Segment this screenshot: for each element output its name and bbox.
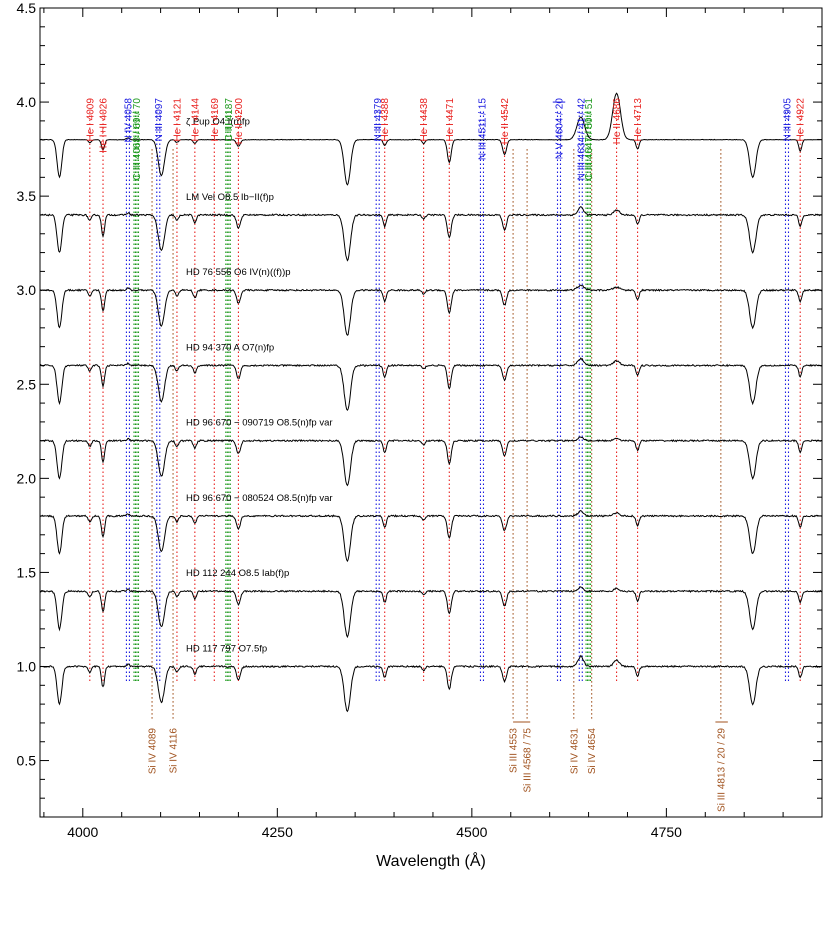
y-tick-label: 3.0 (17, 282, 37, 298)
top-line-label: N V 4604 / 20 (554, 98, 565, 160)
spectrum-label: HD 94 370 A O7(n)fp (186, 342, 274, 353)
top-line-label: He II 4686 (612, 98, 623, 145)
top-line-label: C III 4647 / 50 / 51 (584, 98, 595, 181)
line-label-text: N III 4379 (373, 98, 384, 142)
top-line-label: N IV 4058 (123, 98, 134, 143)
spectrum-label: ζ Pup O4 I(n)fp (186, 117, 250, 128)
top-line-label: N III 4097 (154, 98, 165, 142)
line-label-text: He I 4471 (445, 98, 456, 142)
spectrum-line (39, 436, 823, 487)
top-line-label: He I 4009 (85, 98, 96, 142)
line-label-text: He I 4388 (380, 98, 391, 142)
top-line-label: He I 4121 (172, 98, 183, 142)
top-line-label: He I 4144 (190, 98, 201, 142)
y-tick-label: 0.5 (17, 753, 37, 769)
spectrum-line (39, 205, 823, 262)
line-label-text: He I+II 4026 (99, 98, 110, 153)
top-line-label: N III 4379 (373, 98, 384, 142)
y-tick-label: 4.5 (17, 0, 37, 16)
top-line-label: He I 4169 (210, 98, 221, 142)
spectrum-label: HD 117 797 O7.5fp (186, 643, 267, 654)
y-tick-label: 1.5 (17, 564, 37, 580)
spectrum-label: HD 96 670 − 080524 O8.5(n)fp var (186, 493, 333, 504)
top-line-label: He I+II 4026 (99, 98, 110, 153)
line-label-text: He I 4438 (419, 98, 430, 142)
plot-frame (39, 7, 823, 818)
line-label-text: N III 4634 / 41 / 42 (576, 98, 587, 181)
axis-ticks: 4000 4250 4500 4750 0.5 1.0 1.5 2.0 2.5 3.0 3.5 4.0… (17, 0, 823, 840)
top-line-label: He I 4471 (445, 98, 456, 142)
y-tick-label: 1.0 (17, 658, 37, 674)
top-line-label: N III 4634 / 41 / 42 (576, 98, 587, 181)
line-label-text: He II 4542 (500, 98, 511, 145)
spectrum-line (39, 92, 823, 186)
spectra-group: ζ Pup O4 I(n)fp LM Vel O8.5 Ib−II(f)p HD 7… (39, 92, 823, 713)
line-label-text: He I 4009 (85, 98, 96, 142)
x-tick-label: 4250 (262, 824, 293, 840)
top-line-label: He I 4922 (796, 98, 807, 142)
bottom-line-label: Si IV 4116 (169, 728, 180, 774)
top-line-label: N III 4511 / 15 (477, 98, 488, 161)
line-label-text: He II 4686 (612, 98, 623, 145)
x-tick-label: 4000 (67, 824, 98, 840)
spectrum-label: HD 112 244 O8.5 Iab(f)p (186, 568, 289, 579)
line-label-text: He I 4169 (210, 98, 221, 142)
spectrum-line (39, 654, 823, 713)
top-line-label: He I 4713 (633, 98, 644, 142)
spectrum-line (39, 284, 823, 336)
top-line-label: He II 4542 (500, 98, 511, 145)
spectrum-line (39, 357, 823, 412)
spectrum-label: HD 76 556 O6 IV(n)((f))p (186, 267, 291, 278)
line-label-text: N III 4511 / 15 (477, 98, 488, 161)
line-label-text: C III 4647 / 50 / 51 (584, 98, 595, 181)
line-label-text: N IV 4058 (123, 98, 134, 143)
line-label-text: C III 4068 / 69 / 70 (132, 98, 143, 181)
top-line-label: N III 4905 (782, 98, 793, 142)
line-label-text: He I 4121 (172, 98, 183, 142)
y-tick-label: 2.5 (17, 376, 37, 392)
line-label-text: N V 4604 / 20 (554, 98, 565, 160)
bottom-line-label: Si III 4553 (509, 728, 520, 773)
line-markers (89, 101, 801, 723)
line-label-text: N III 4097 (154, 98, 165, 142)
top-line-label: C III 4068 / 69 / 70 (132, 98, 143, 181)
spectrum-label: LM Vel O8.5 Ib−II(f)p (186, 192, 274, 203)
spectrum-line (39, 510, 823, 563)
top-line-label: He II 4200 (234, 98, 245, 145)
line-label-text: He I 4922 (796, 98, 807, 142)
y-tick-label: 2.0 (17, 470, 37, 486)
bottom-line-label: Si IV 4089 (148, 728, 159, 775)
bottom-line-label: Si IV 4631 (569, 728, 580, 775)
line-label-text: He II 4200 (234, 98, 245, 145)
y-tick-label: 4.0 (17, 94, 37, 110)
top-line-label: He I 4438 (419, 98, 430, 142)
line-label-text: C III 4187 (224, 98, 235, 142)
bottom-line-label: Si IV 4654 (587, 728, 598, 775)
x-tick-label: 4500 (456, 824, 487, 840)
x-tick-label: 4750 (651, 824, 682, 840)
bottom-line-label: Si III 4813 / 20 / 29 (716, 728, 727, 812)
line-label-text: He I 4713 (633, 98, 644, 142)
line-label-text: He I 4144 (190, 98, 201, 142)
spectrum-label: HD 96 670 − 090719 O8.5(n)fp var (186, 418, 333, 429)
spectrum-line (39, 586, 823, 639)
bottom-line-label: Si III 4568 / 75 (523, 728, 534, 793)
line-label-text: N III 4905 (782, 98, 793, 142)
x-axis-title: Wavelength (Å) (376, 851, 486, 870)
top-line-label: C III 4187 (224, 98, 235, 142)
top-line-label: He I 4388 (380, 98, 391, 142)
y-tick-label: 3.5 (17, 188, 37, 204)
